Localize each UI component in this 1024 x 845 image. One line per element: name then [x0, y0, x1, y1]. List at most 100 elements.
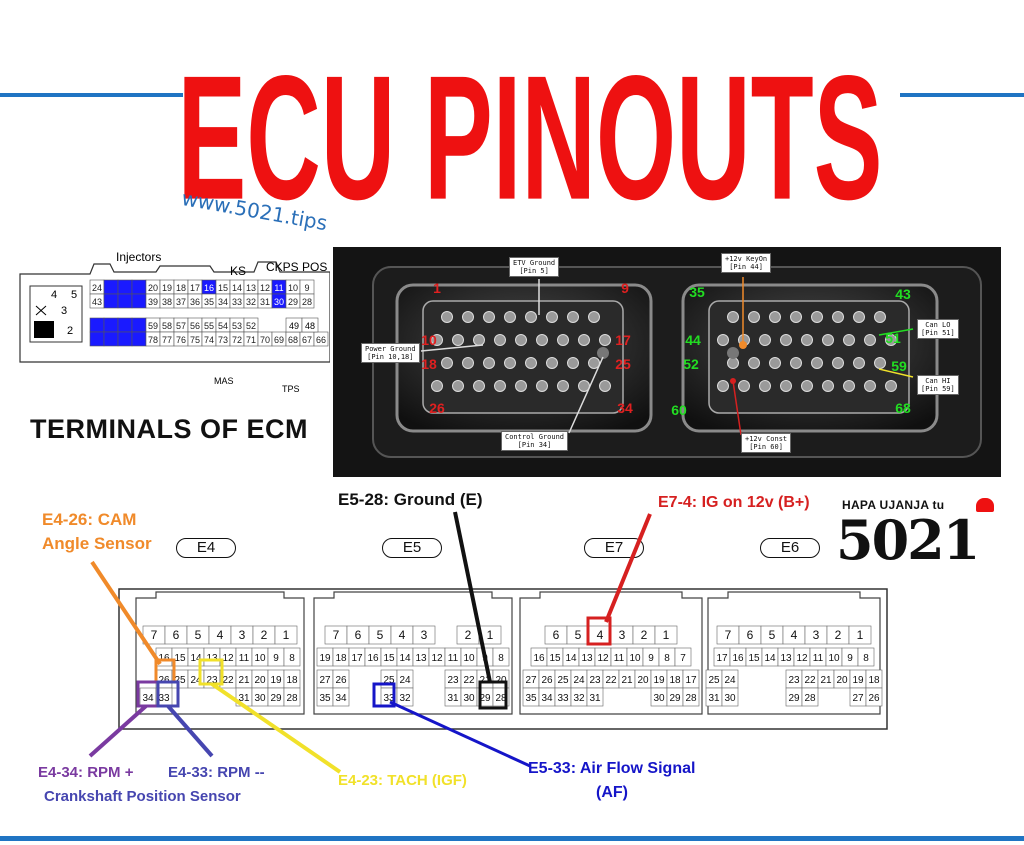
- connector-pin-hole: [801, 380, 813, 392]
- connector-pin-number: 33: [158, 693, 170, 704]
- leader-e4-26: [90, 560, 162, 666]
- connector-pin-number: 10: [254, 653, 266, 664]
- bottom-rule: [0, 836, 1024, 841]
- connector-pin-number: 25: [383, 675, 395, 686]
- connector-pin-number: 8: [289, 653, 295, 664]
- connector-pin-hole: [780, 334, 792, 346]
- connector-cell: [721, 687, 739, 707]
- connector-pin-number: 20: [637, 675, 649, 686]
- box-e5-33: [372, 682, 396, 708]
- leader-e7-4: [604, 513, 652, 623]
- power-ground-pin: [Pin 10,18]: [367, 353, 414, 361]
- connector-pin-hole: [483, 311, 495, 323]
- ecm-pin-number: 16: [204, 283, 214, 293]
- connector-pin-number: 15: [549, 653, 561, 664]
- connector-pin-number: 22: [605, 675, 617, 686]
- connector-pin-hole: [441, 311, 453, 323]
- logo-red-dot: [976, 498, 994, 512]
- connector-pin-number: 24: [724, 675, 736, 686]
- connector-pin-number: 24: [399, 675, 411, 686]
- connector-pin-number: 29: [479, 693, 491, 704]
- connector-pin-number: 6: [747, 628, 754, 642]
- e5-28-label: E5-28: Ground (E): [338, 490, 483, 509]
- ecm-pin-number: 66: [316, 335, 326, 345]
- connector-pin-number: 11: [239, 653, 250, 664]
- power-ground-callout: Power Ground [Pin 10,18]: [361, 343, 420, 363]
- connector-pin-number: 18: [669, 675, 681, 686]
- power-ground-text: Power Ground: [365, 345, 416, 353]
- connector-pin-number: 13: [415, 653, 427, 664]
- tps-label: TPS: [282, 384, 300, 394]
- e4-26-label-line2: Angle Sensor: [42, 534, 152, 553]
- connector-pin-number: 32: [573, 693, 585, 704]
- keyon-callout: +12v KeyOn [Pin 44]: [721, 253, 772, 273]
- e4-33-label: E4-33: RPM --: [168, 764, 265, 781]
- connector-pin-number: 35: [319, 693, 331, 704]
- connector-pin-hole: [483, 357, 495, 369]
- connector-pin-number: 20: [254, 675, 266, 686]
- connector-pin-number: 4: [399, 628, 406, 642]
- top-rule-right: [900, 93, 1024, 97]
- logo-tagline: HAPA UJANJA tu: [842, 498, 945, 512]
- injectors-label: Injectors: [116, 250, 162, 264]
- page-title-text: ECU PINOUTS: [178, 38, 883, 228]
- ecm-pin-number: 78: [148, 335, 158, 345]
- connector-pin-hole: [494, 380, 506, 392]
- connector-pin-number: 6: [553, 628, 560, 642]
- ecm-pin-number: 20: [148, 283, 158, 293]
- left-connector-pin-label: 25: [615, 356, 631, 372]
- ecm-pin-number: 33: [232, 297, 242, 307]
- connector-pin-hole: [599, 380, 611, 392]
- connector-pin-number: 13: [780, 653, 792, 664]
- ecm-pin-number: 28: [302, 297, 312, 307]
- connector-pin-number: 9: [648, 653, 654, 664]
- connector-pin-number: 12: [222, 653, 234, 664]
- connector-pin-number: 21: [820, 675, 832, 686]
- connector-pin-hole: [578, 334, 590, 346]
- connector-pin-number: 17: [716, 653, 728, 664]
- connector-pin-number: 5: [377, 628, 384, 642]
- connector-pin-number: 3: [239, 628, 246, 642]
- connector-pin-hole: [759, 334, 771, 346]
- connector-pin-number: 16: [367, 653, 379, 664]
- connector-pin-number: 27: [319, 675, 331, 686]
- ecm-pin-number: 48: [305, 321, 315, 331]
- connector-pin-number: 12: [796, 653, 808, 664]
- connector-pin-number: 18: [286, 675, 298, 686]
- connector-pin-number: 31: [589, 693, 601, 704]
- top-rule-left: [0, 93, 185, 97]
- connector-pin-number: 25: [174, 675, 186, 686]
- connector-pin-number: 33: [383, 693, 395, 704]
- connector-pin-number: 19: [653, 675, 665, 686]
- tag-e6: E6: [760, 538, 820, 558]
- connector-pin-number: 7: [151, 628, 158, 642]
- ecm-pin-number: 13: [246, 283, 256, 293]
- connector-pin-number: 2: [641, 628, 648, 642]
- connector-pin-number: 8: [498, 653, 504, 664]
- connector-pin-number: 7: [725, 628, 732, 642]
- connector-pin-hole: [452, 380, 464, 392]
- etv-ground-text: ETV Ground: [513, 259, 556, 267]
- leader-e5-28: [453, 511, 492, 683]
- connector-cell: [586, 687, 604, 707]
- right-connector-pin-label: 35: [689, 284, 705, 300]
- connector-pin-hole: [864, 380, 876, 392]
- connector-pin-number: 14: [190, 653, 202, 664]
- page-title: ECU PINOUTS: [175, 36, 884, 228]
- connector-pin-number: 15: [383, 653, 395, 664]
- connector-pin-hole: [473, 380, 485, 392]
- connector-pin-number: 35: [525, 693, 537, 704]
- connector-pin-hole: [588, 311, 600, 323]
- e4-23-label: E4-23: TACH (IGF): [338, 772, 467, 789]
- connector-pin-number: 16: [732, 653, 744, 664]
- connector-pin-hole: [536, 380, 548, 392]
- ecm-pin-cell: [301, 317, 319, 333]
- can-lo-text: Can LO: [925, 321, 951, 329]
- connector-pin-number: 19: [852, 675, 864, 686]
- const-text: +12v Const: [745, 435, 788, 443]
- tag-e7: E7: [584, 538, 644, 558]
- ecm-pin-number: 9: [304, 283, 309, 293]
- ecm-pin-number: 75: [190, 335, 200, 345]
- connector-cell: [865, 687, 883, 707]
- connector-cell: [332, 687, 350, 707]
